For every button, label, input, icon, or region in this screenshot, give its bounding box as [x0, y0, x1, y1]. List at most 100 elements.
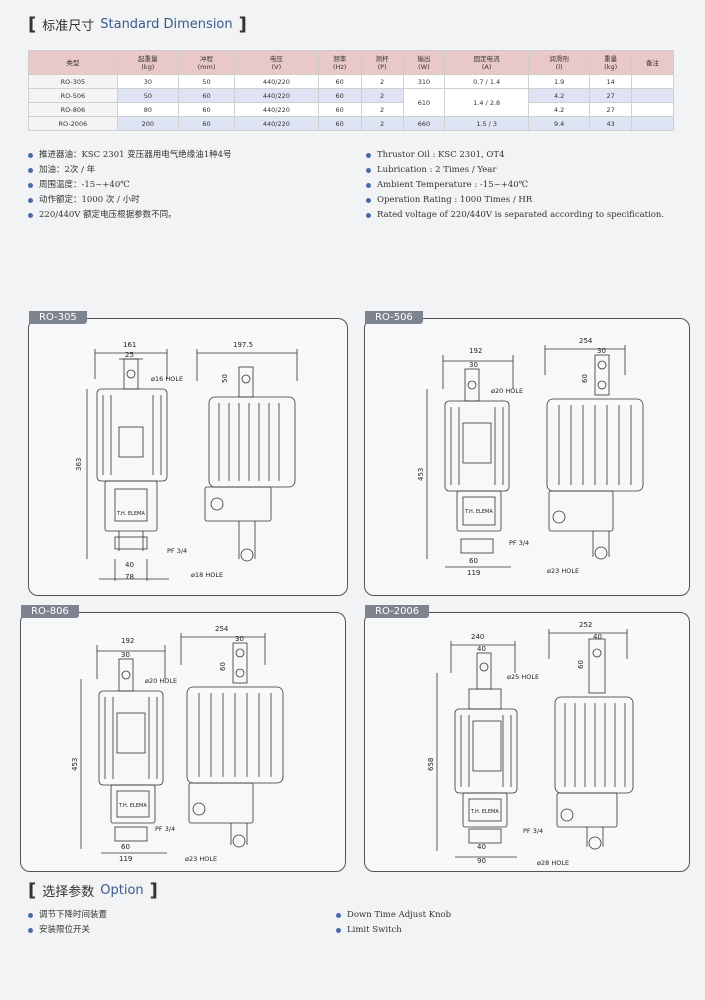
- bullet-icon: [336, 928, 341, 933]
- title-en: Standard Dimension: [100, 17, 233, 32]
- pf-label: PF 3/4: [155, 825, 175, 833]
- dim-width: 240: [471, 633, 484, 641]
- dim-base-total: 119: [119, 855, 132, 863]
- list-item: 加油：2次 / 年: [28, 163, 232, 178]
- thrustor-drawing: 192 30 254 30 60 453 60 119 ø20 HOLE ø23…: [71, 625, 284, 863]
- panel-tab: RO-305: [29, 311, 87, 324]
- dim-base-total: 78: [125, 573, 134, 581]
- list-item: 推进器油：KSC 2301 变压器用电气绝缘油1种4号: [28, 148, 232, 163]
- dim-width: 192: [121, 637, 134, 645]
- hole-bottom-label: ø18 HOLE: [191, 571, 223, 579]
- list-item: Limit Switch: [336, 923, 451, 938]
- hole-bottom-label: ø28 HOLE: [537, 859, 569, 867]
- pf-label: PF 3/4: [167, 547, 187, 555]
- dim-stroke: 60: [219, 662, 227, 671]
- table-row: RO-2006 200 60 440/220 60 2 660 1.5 / 3 …: [28, 116, 674, 131]
- standard-dimension-title: [ 标准尺寸 Standard Dimension ]: [28, 14, 247, 35]
- option-cn-list: 调节下降时间装置 安装限位开关: [28, 908, 107, 938]
- dim-eye: 40: [477, 645, 486, 653]
- merged-current-cell: 1.4 / 2.8: [444, 88, 529, 117]
- dim-stroke: 50: [221, 374, 229, 383]
- dim-top-width: 252: [579, 621, 592, 629]
- dim-base: 60: [121, 843, 130, 851]
- dim-top-width: 254: [215, 625, 229, 633]
- brand-plate: T.H. ELEMA: [116, 511, 145, 517]
- col-header: 备注: [631, 50, 674, 75]
- bullet-icon: [366, 168, 371, 173]
- hole-top-label: ø20 HOLE: [145, 677, 177, 685]
- thrustor-drawing: 192 30 254 30 60 453 60 119 ø20 HOLE ø23…: [417, 337, 644, 577]
- notes-cn-list: 推进器油：KSC 2301 变压器用电气绝缘油1种4号 加油：2次 / 年 周围…: [28, 148, 232, 223]
- hole-top-label: ø20 HOLE: [491, 387, 523, 395]
- dim-top-width: 254: [579, 337, 593, 345]
- table-row: RO-506 50 60 440/220 60 2 610 1.4 / 2.8 …: [28, 88, 674, 117]
- col-header: 频率(Hz): [317, 50, 362, 75]
- bullet-icon: [366, 183, 371, 188]
- option-title: [ 选择参数 Option ]: [28, 880, 158, 901]
- list-item: 调节下降时间装置: [28, 908, 107, 923]
- table-row: RO-305 30 50 440/220 60 2 310 0.7 / 1.4 …: [28, 74, 674, 89]
- dim-height: 658: [427, 758, 435, 771]
- hole-top-label: ø16 HOLE: [151, 375, 183, 383]
- bullet-icon: [336, 913, 341, 918]
- col-header: 测杆(P): [360, 50, 404, 75]
- option-title-cn: 选择参数: [42, 885, 95, 900]
- dim-eye: 30: [121, 651, 130, 659]
- dim-eye: 30: [469, 361, 478, 369]
- bullet-icon: [366, 153, 371, 158]
- panel-tab: RO-2006: [365, 605, 430, 618]
- dim-base-total: 90: [477, 857, 486, 865]
- dim-height: 363: [75, 458, 83, 471]
- notes-en-list: Thrustor Oil : KSC 2301, OT4 Lubrication…: [366, 148, 664, 223]
- col-header: 冲程(mm): [177, 50, 236, 75]
- bullet-icon: [366, 198, 371, 203]
- bullet-icon: [28, 928, 33, 933]
- drawing-panel-ro-506: RO-506: [364, 311, 690, 596]
- pf-label: PF 3/4: [523, 827, 543, 835]
- list-item: Rated voltage of 220/440V is separated a…: [366, 208, 664, 223]
- dim-eye: 25: [125, 351, 134, 359]
- drawing-panel-ro-2006: RO-2006: [364, 605, 690, 872]
- col-header: 输出(W): [402, 50, 446, 75]
- list-item: Ambient Temperature : -15~+40℃: [366, 178, 664, 193]
- drawing-panel-ro-806: RO-806: [20, 605, 346, 872]
- list-item: 220/440V 额定电压根据参数不同。: [28, 208, 232, 223]
- list-item: Thrustor Oil : KSC 2301, OT4: [366, 148, 664, 163]
- list-item: Lubrication : 2 Times / Year: [366, 163, 664, 178]
- bullet-icon: [28, 213, 33, 218]
- col-header: 起重量(kg): [116, 50, 180, 75]
- title-cn: 标准尺寸: [42, 19, 95, 34]
- bullet-icon: [28, 153, 33, 158]
- list-item: Operation Rating : 1000 Times / HR: [366, 193, 664, 208]
- dim-base-total: 119: [467, 569, 480, 577]
- thrustor-drawing: 240 40 252 40 60 658 40 90 ø25 HOLE ø28 …: [427, 621, 634, 867]
- dim-height: 453: [417, 468, 425, 481]
- col-header: 电压(V): [234, 50, 319, 75]
- thrustor-drawing: 161 25 197.5 50 363 40 78 ø16 HOLE ø18 H…: [75, 341, 298, 581]
- hole-bottom-label: ø23 HOLE: [185, 855, 217, 863]
- panel-tab: RO-506: [365, 311, 423, 324]
- col-header: 润滑剂(l): [527, 50, 591, 75]
- dim-eye-side: 30: [597, 347, 606, 355]
- dim-eye-side: 40: [593, 633, 602, 641]
- option-title-en: Option: [100, 883, 144, 898]
- dim-eye-side: 30: [235, 635, 244, 643]
- dim-stroke: 60: [577, 660, 585, 669]
- hole-top-label: ø25 HOLE: [507, 673, 539, 681]
- bullet-icon: [28, 168, 33, 173]
- list-item: Down Time Adjust Knob: [336, 908, 451, 923]
- col-header: 类型: [28, 50, 118, 75]
- dim-height: 453: [71, 758, 79, 771]
- list-item: 动作额定：1000 次 / 小时: [28, 193, 232, 208]
- bullet-icon: [28, 913, 33, 918]
- bullet-icon: [28, 183, 33, 188]
- dim-width: 161: [123, 341, 136, 349]
- pf-label: PF 3/4: [509, 539, 529, 547]
- dim-base: 40: [477, 843, 486, 851]
- spec-table: 类型 起重量(kg) 冲程(mm) 电压(V) 频率(Hz) 测杆(P) 输出(…: [28, 50, 674, 131]
- hole-bottom-label: ø23 HOLE: [547, 567, 579, 575]
- dim-width: 192: [469, 347, 482, 355]
- dim-base: 40: [125, 561, 134, 569]
- panel-tab: RO-806: [21, 605, 79, 618]
- drawing-panel-ro-305: RO-305: [28, 311, 348, 596]
